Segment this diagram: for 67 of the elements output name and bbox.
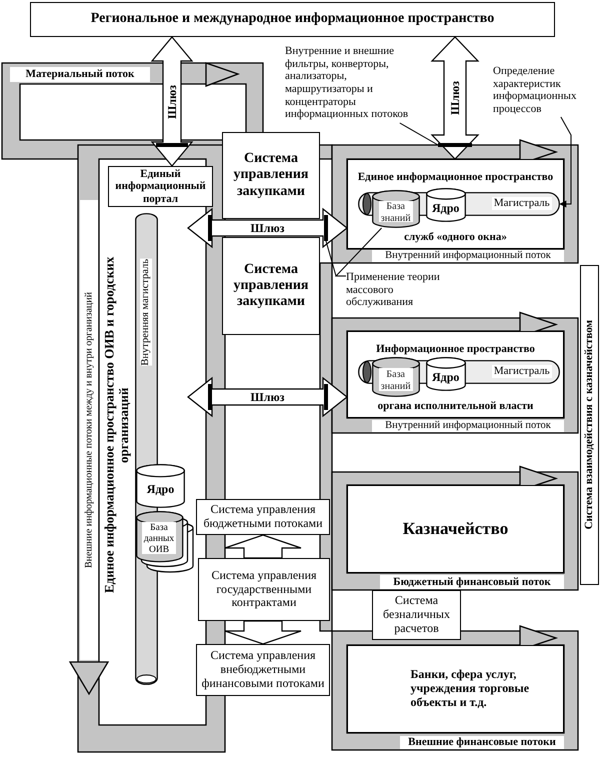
cylinder-label: Ядро — [432, 370, 460, 385]
panel-subheading: служб «одного окна» — [403, 231, 508, 244]
cylinder-label: База данных ОИВ — [142, 523, 176, 556]
box-text: Система управления закупками — [232, 151, 310, 200]
panel — [347, 645, 564, 733]
box-text: Система управления государственными контрактами — [210, 568, 318, 610]
system-box — [30, 2, 555, 37]
cylinder-label: База знаний — [380, 369, 412, 392]
flow-label: Внешние информационные потоки между и внутри организаций — [80, 200, 98, 660]
database-cylinder — [136, 511, 194, 573]
annotation-text: Внутренние и внешние фильтры, конверторы, анализаторы, маршрутизаторы и концентраторы информационных потоков — [285, 45, 425, 123]
panel — [347, 159, 564, 249]
flow-label: Материальный поток — [10, 67, 150, 82]
pipe-label: Внутренняя магистраль — [140, 259, 153, 366]
box-text: Система управления бюджетными потоками — [202, 503, 324, 531]
gateway-bar — [438, 143, 472, 147]
block-arrow — [224, 620, 302, 645]
box-text: Система управления внебюджетными финансовыми потоками — [200, 649, 326, 691]
box-text: Система управления закупками — [232, 262, 310, 310]
leader-line — [334, 228, 382, 277]
gateway-bar — [324, 215, 328, 241]
block-arrow — [224, 534, 302, 559]
panel-heading: Банки, сфера услуг, учреждения торговые объекты и т.д. — [410, 668, 530, 710]
annotation-text: Применение теории массового обслуживания — [346, 271, 458, 313]
edge-label: Шлюз — [250, 391, 284, 403]
cylinder-label: База знаний — [380, 201, 412, 224]
box-text: Система безналичных расчетов — [382, 594, 451, 636]
panel-subheading: органа исполнительной власти — [376, 400, 534, 413]
database-cylinder — [136, 464, 185, 508]
frame-label: Единое информационное пространство ОИВ и городских организаций — [101, 256, 132, 596]
box-text: Единый информационный портал — [114, 168, 207, 206]
flow-label: Внутренний информационный поток — [372, 250, 564, 262]
edge-label: Шлюз — [166, 84, 178, 118]
flow-label: Внутренний информационный поток — [372, 420, 564, 432]
leader-line — [399, 122, 438, 146]
cylinder-label: Ядро — [146, 483, 174, 497]
panel — [347, 331, 564, 418]
system-box — [108, 166, 213, 207]
box-text: Система взаимодействия с казначейством — [583, 320, 596, 530]
system-box — [198, 558, 330, 621]
system-box — [222, 237, 320, 335]
box-text: Региональное и международное информационное пространство — [90, 11, 494, 28]
gateway-bar — [156, 143, 188, 147]
panel-heading: Казначейство — [402, 519, 508, 539]
edge-label: Шлюз — [449, 81, 461, 115]
annotation-text: Определение характеристик информационных процессов — [493, 65, 590, 117]
panel — [347, 485, 564, 573]
database-cylinder — [426, 188, 466, 222]
panel-heading: Единое информационное пространство — [356, 171, 554, 184]
database-cylinder — [426, 356, 466, 391]
edge-label: Шлюз — [250, 222, 284, 234]
database-cylinder — [372, 356, 420, 397]
pipe-label: Магистраль — [492, 365, 552, 378]
database-cylinder — [372, 190, 420, 228]
arrow — [559, 116, 572, 208]
gateway-bar — [208, 384, 212, 410]
system-box — [222, 132, 320, 219]
system-box — [196, 499, 330, 535]
flow-label: Бюджетный финансовый поток — [380, 575, 564, 589]
gateway-bar — [208, 215, 212, 241]
pipe-label: Магистраль — [492, 197, 552, 210]
flow-label: Внешние финансовые потоки — [400, 736, 564, 749]
side-box — [580, 265, 599, 585]
panel-heading: Информационное пространство — [375, 343, 536, 356]
system-box — [372, 590, 461, 640]
gateway-bar — [324, 384, 328, 410]
cylinder-label: Ядро — [432, 202, 460, 216]
